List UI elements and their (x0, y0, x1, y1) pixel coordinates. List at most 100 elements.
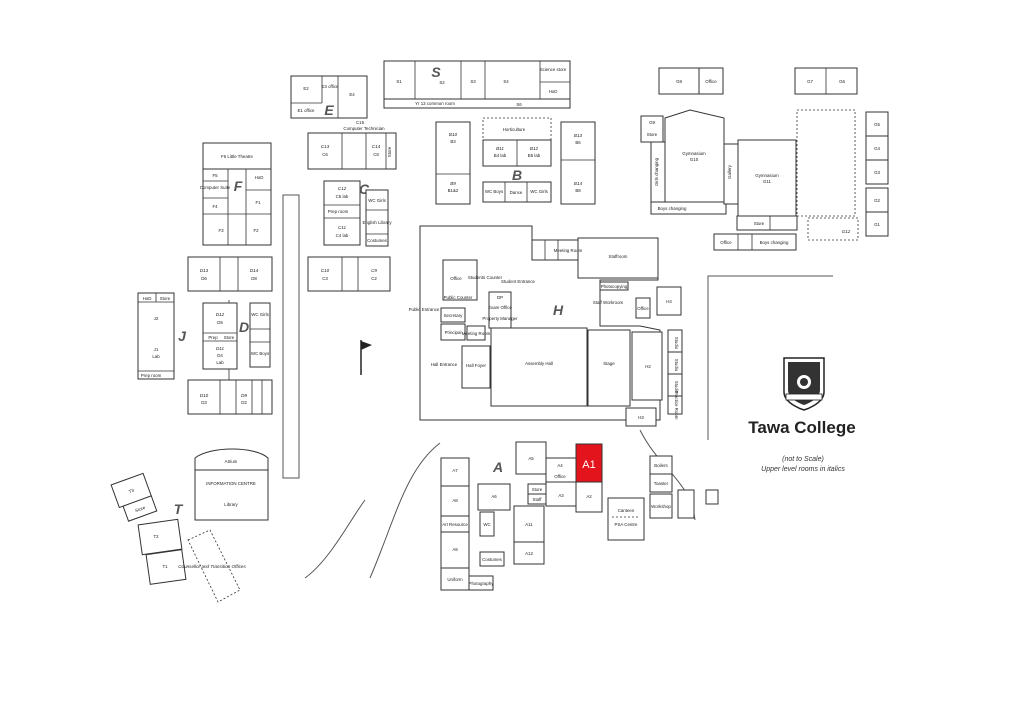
room-english-library: English Library (362, 220, 392, 225)
room-d8: D8 (251, 276, 257, 281)
block-h: Staffroom Meeting Room Student Entrance … (409, 225, 683, 427)
room-f4: F4 (212, 204, 218, 209)
room-c8: C8 (373, 152, 379, 157)
room-wc-girls-b: WC Girls (530, 189, 548, 194)
room-computer-suite: Computer Suite (200, 185, 231, 190)
e-block-building (290, 75, 368, 119)
room-wc-a: WC (483, 522, 490, 527)
room-e2: E2 (303, 86, 309, 91)
block-g: G8 Office G7 G6 G5 G4 G3 G2 G1 G9 Store … (640, 67, 889, 251)
room-exam-office: Exam Office (488, 305, 512, 310)
room-store-t: Store (134, 505, 146, 513)
room-c5lab: C5 lab (336, 194, 349, 199)
room-b13: B13 (574, 133, 583, 138)
room-s1: S1 (396, 79, 402, 84)
room-d6: D6 (201, 276, 207, 281)
room-c4lab: C4 lab (336, 233, 349, 238)
room-costumes: Costumes (367, 238, 388, 243)
room-practice-room: Practice Room (674, 391, 679, 420)
room-store-d: Store (224, 335, 235, 340)
room-staff-a: Staff (533, 497, 543, 502)
room-gallery: Gallery (727, 164, 732, 179)
room-studio1: Studio (674, 337, 679, 350)
room-store-c: Store (387, 146, 392, 157)
room-hod-f: HoD (255, 175, 264, 180)
room-d10: D10 (200, 393, 209, 398)
block-j-label: J (178, 328, 187, 344)
room-public-entrance: Public Entrance (409, 307, 440, 312)
room-store-g: Store (647, 132, 658, 137)
room-sec-office: Office (450, 276, 462, 281)
school-title: Tawa College (748, 418, 855, 437)
gym-g11-box (737, 139, 797, 217)
room-a8: A8 (452, 498, 458, 503)
room-a7: A7 (452, 468, 458, 473)
room-b12: B12 (530, 146, 539, 151)
room-g7: G7 (807, 79, 813, 84)
room-a1-label: A1 (582, 459, 595, 471)
room-d9: D9 (241, 393, 247, 398)
room-g6: G6 (839, 79, 845, 84)
room-hall-foyer: Hall Foyer (466, 363, 487, 368)
room-photography: Photography (469, 581, 495, 586)
room-s6: S6 (516, 102, 522, 107)
room-wc-boys-d: WC Boys (251, 351, 270, 356)
room-b8: B8 (575, 188, 581, 193)
room-office-a: Office (554, 474, 566, 479)
room-prep-j: Prep room (141, 373, 162, 378)
room-j2: J2 (154, 316, 159, 321)
room-girls-changing: Girls changing (654, 157, 659, 186)
block-t-label: T (174, 501, 184, 517)
block-a-label: A (492, 459, 503, 475)
east-buildings: Boilers Toaster Workshop Canteen PSA Cen… (607, 455, 719, 541)
room-lab-j: Lab (152, 354, 160, 359)
room-photocopying: Photocopying (601, 284, 628, 289)
room-f5: F5 (212, 173, 218, 178)
room-library: Library (224, 502, 238, 507)
room-students-counter: Students Counter (468, 275, 503, 280)
room-store-g2: Store (754, 221, 765, 226)
room-costumes-a: Costumes (482, 557, 503, 562)
room-f6: F6 Little Theatre (221, 154, 253, 159)
room-c9: C9 (371, 268, 377, 273)
room-b6: B6 (575, 140, 581, 145)
room-d5: D5 (217, 320, 223, 325)
room-b14: B14 (574, 181, 583, 186)
room-secretary: Secretary (444, 313, 464, 318)
room-g2: G2 (874, 198, 880, 203)
room-gym10a: Gymnasium (682, 151, 706, 156)
room-store-j: Store (160, 296, 171, 301)
block-d-label: D (239, 319, 249, 335)
room-g1: G1 (874, 222, 880, 227)
room-d11: D11 (216, 346, 225, 351)
room-a11: A11 (525, 522, 533, 527)
room-gym10b: G10 (690, 157, 699, 162)
room-office-g2: Office (720, 240, 732, 245)
room-j1: J1 (154, 347, 159, 352)
room-d2: D2 (241, 400, 247, 405)
room-assembly-hall: Assembly Hall (525, 361, 553, 366)
room-store-a: Store (532, 487, 543, 492)
room-b11: B11 (496, 146, 504, 151)
room-studio3: Studio (674, 381, 679, 394)
room-a5: A5 (528, 456, 534, 461)
room-principal: Principal (445, 330, 462, 335)
school-crest-icon (783, 357, 825, 411)
block-c-label: C (359, 181, 370, 197)
block-c: C15 Computer Technician C13 C6 C14 C8 St… (307, 120, 397, 292)
block-e: E2 E3 office E4 E1 office E (290, 75, 368, 119)
room-hall-entrance: Hall Entrance (431, 362, 458, 367)
room-a9: A9 (452, 547, 458, 552)
room-staff-workroom: Staff Workroom (593, 300, 624, 305)
block-b: B10 B3 B9 B1&2 Horticulture B11 B4 lab B… (435, 117, 596, 205)
room-counsellor: Counsellor and Transition Offices (178, 564, 246, 569)
room-boys-changing: Boys changing (658, 206, 687, 211)
room-a1-highlight[interactable] (575, 443, 603, 483)
room-uniform: Uniform (447, 577, 463, 582)
block-a: A5 A4 Office A1 A2 A3 Store Staff A A6 A… (440, 441, 603, 591)
room-meeting-room: Meeting Room (554, 248, 583, 253)
gym-g10-box (664, 109, 725, 215)
room-dance: Dance (510, 190, 523, 195)
room-office-h: Office (637, 306, 649, 311)
